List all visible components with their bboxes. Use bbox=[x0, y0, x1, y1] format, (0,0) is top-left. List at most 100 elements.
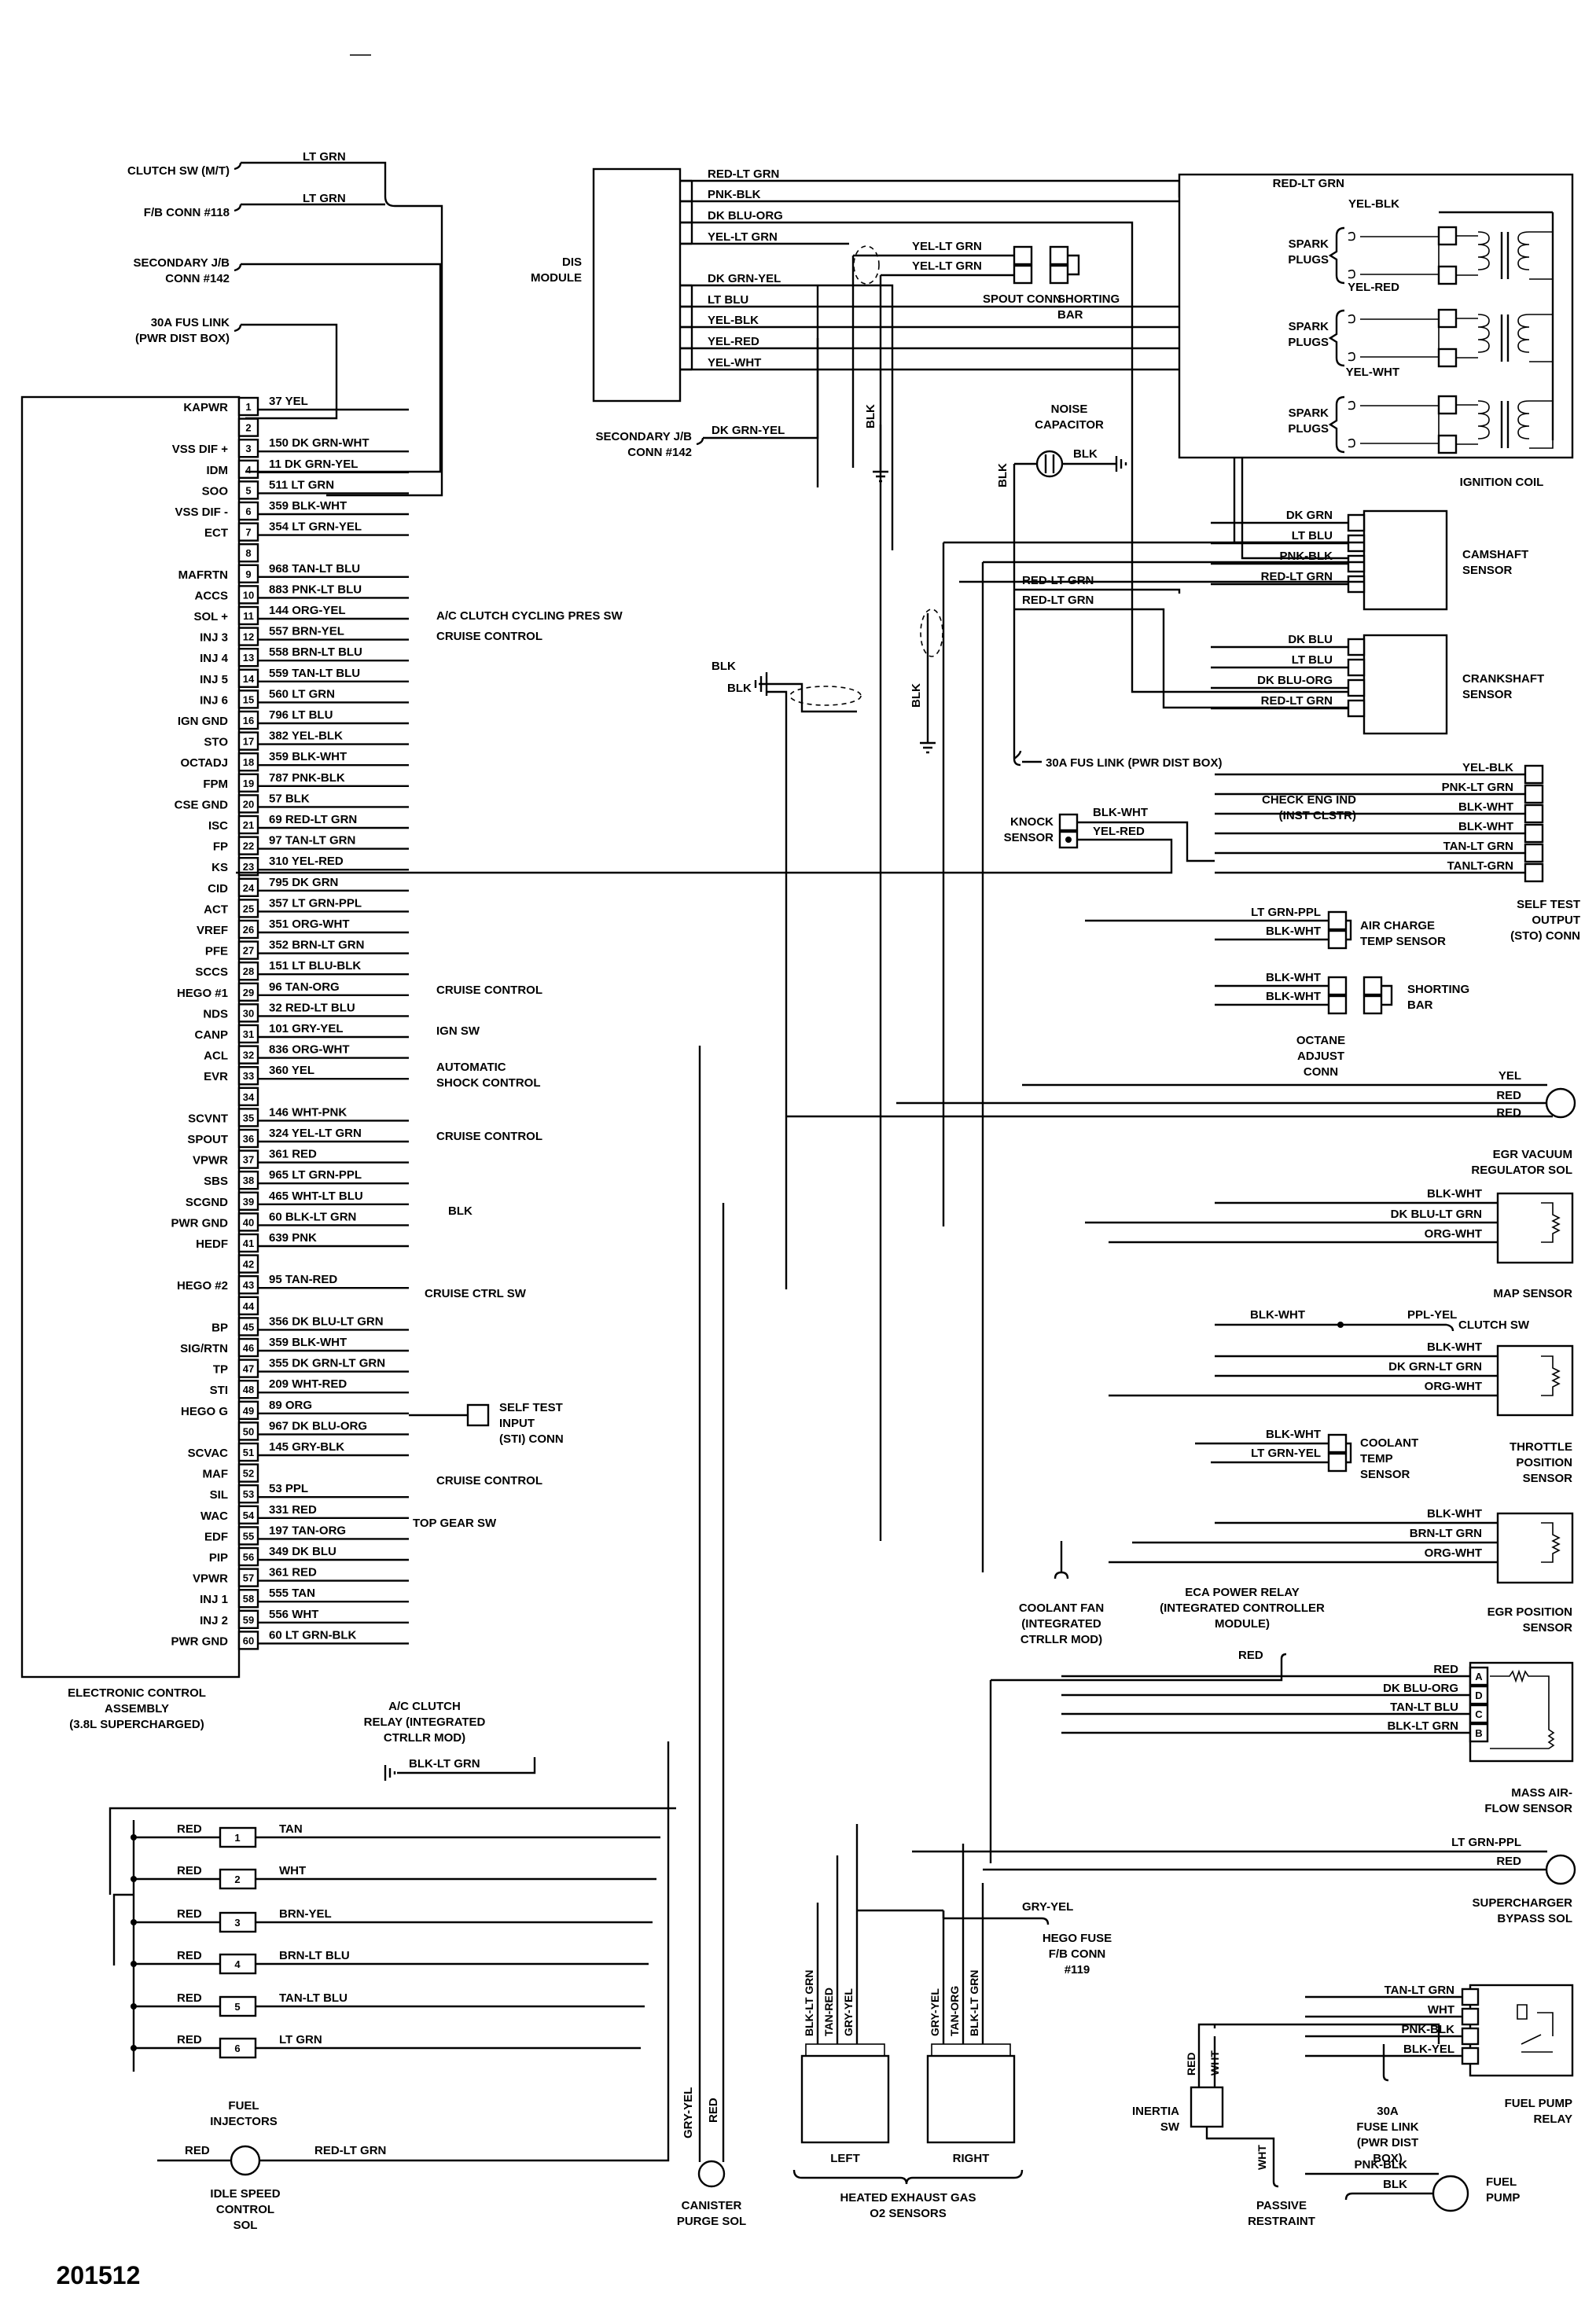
ecu-pin-wire: 357 LT GRN-PPL bbox=[269, 896, 362, 910]
ecu-pin-name: NDS bbox=[203, 1007, 228, 1020]
ecu-pin-name: TP bbox=[213, 1363, 228, 1377]
sc-label-1: SUPERCHARGER bbox=[1472, 1896, 1572, 1910]
sto-label-1: SELF TEST bbox=[1517, 898, 1580, 911]
secondary-jb-142-label-2: CONN #142 bbox=[165, 272, 230, 285]
pump-wire-1: PNK-BLK bbox=[1355, 2158, 1408, 2171]
injector-body bbox=[219, 1953, 257, 1975]
ecu-pin-name: IGN GND bbox=[178, 715, 228, 728]
ecu-pin-number: 28 bbox=[243, 965, 254, 977]
dis-wire-label: PNK-BLK bbox=[708, 188, 761, 201]
ecu-pin-wire: 382 YEL-BLK bbox=[269, 730, 343, 743]
shorting-bar-label-1: SHORTING bbox=[1057, 292, 1120, 306]
sensor-wire-label: PNK-BLK bbox=[1280, 550, 1333, 563]
tps-wire-3: ORG-WHT bbox=[1425, 1380, 1482, 1393]
ecu-pin-box bbox=[237, 605, 259, 626]
ect-cav-2 bbox=[1327, 1452, 1348, 1473]
spark-plugs-label: PLUGS bbox=[1288, 253, 1329, 267]
ecu-pin-box bbox=[237, 1065, 259, 1086]
o2-l-wire-1: BLK-LT GRN bbox=[803, 1970, 815, 2037]
o2-left-label: LEFT bbox=[830, 2152, 860, 2165]
o2-r-wire-1: GRY-YEL bbox=[929, 1988, 941, 2036]
sti-conn bbox=[466, 1403, 490, 1427]
ecu-pin-box bbox=[237, 1526, 259, 1546]
ecu-pin-name: KAPWR bbox=[183, 401, 228, 414]
map-wire-3: ORG-WHT bbox=[1425, 1227, 1482, 1241]
egr-pos-wire-3: ORG-WHT bbox=[1425, 1546, 1482, 1560]
ecu-pin-number: 17 bbox=[243, 736, 254, 748]
ecu-pin-name: STI bbox=[210, 1384, 228, 1397]
canister-label-1: CANISTER bbox=[682, 2199, 742, 2212]
dis-wire-label: YEL-WHT bbox=[708, 356, 761, 370]
eca-label-3: MODULE) bbox=[1215, 1617, 1270, 1631]
ecu-pin-box bbox=[237, 1254, 259, 1274]
ecu-pin-box bbox=[237, 1317, 259, 1337]
fus30-4: BOX) bbox=[1373, 2152, 1403, 2165]
secondary-jb-142-mid-label-2: CONN #142 bbox=[627, 446, 692, 459]
supercharger-bypass-sol: LT GRN-PPL RED SUPERCHARGER BYPASS SOL bbox=[912, 1836, 1576, 1925]
ecu-pin-number: 1 bbox=[245, 401, 251, 413]
ecu-pin-wire: 57 BLK bbox=[269, 792, 310, 805]
ecu-pin-wire: 361 RED bbox=[269, 1148, 317, 1161]
ecu-title-1: ELECTRONIC CONTROL bbox=[68, 1686, 206, 1700]
ecu-pin-wire: 965 LT GRN-PPL bbox=[269, 1168, 362, 1182]
spout-wire-1: YEL-LT GRN bbox=[912, 240, 982, 253]
sensor-terminal bbox=[1347, 658, 1366, 677]
map-label: MAP SENSOR bbox=[1493, 1287, 1572, 1300]
isc-label-3: SOL bbox=[234, 2219, 258, 2232]
secondary-jb-142-mid: SECONDARY J/B CONN #142 DK GRN-YEL bbox=[595, 285, 819, 487]
sc-label-2: BYPASS SOL bbox=[1497, 1912, 1572, 1925]
maf-terminal bbox=[1469, 1704, 1489, 1724]
ac-relay-ground: BLK-LT GRN bbox=[409, 1757, 480, 1771]
secondary-jb-142-label-1: SECONDARY J/B bbox=[133, 256, 230, 270]
noise-capacitor: NOISE CAPACITOR BLK BLK BLK bbox=[864, 403, 1116, 759]
spout-conn: YEL-LT GRN YEL-LT GRN SPOUT CONN SHORTIN… bbox=[851, 240, 1120, 1541]
camshaft-sensor-box bbox=[1362, 509, 1448, 611]
relay-label-2: RELAY bbox=[1534, 2113, 1572, 2126]
injector-body bbox=[219, 1911, 257, 1933]
ground-symbols bbox=[873, 456, 1127, 483]
ecu-pin-box bbox=[237, 877, 259, 898]
act-label-1: AIR CHARGE bbox=[1360, 919, 1435, 932]
tps-box bbox=[1496, 1344, 1574, 1417]
knock-cav-1 bbox=[1058, 813, 1079, 832]
passive-label-2: RESTRAINT bbox=[1248, 2215, 1315, 2228]
ecu-pin-number: 22 bbox=[243, 840, 254, 852]
heated-o2-sensors: BLK-LT GRN TAN-RED GRY-YEL GRY-YEL TAN-O… bbox=[792, 1824, 1112, 2220]
hego-fuse-wire: GRY-YEL bbox=[1022, 1900, 1073, 1914]
ecu-pin-number: 36 bbox=[243, 1133, 254, 1145]
pin-notes: A/C CLUTCH CYCLING PRES SW CRUISE CONTRO… bbox=[364, 609, 623, 1781]
ecu-pin-name: ACL bbox=[204, 1050, 228, 1063]
note-p32-1: AUTOMATIC bbox=[436, 1061, 506, 1074]
spout-conn-cavity-1 bbox=[1013, 245, 1033, 266]
ecu-pin-wire: 89 ORG bbox=[269, 1399, 312, 1412]
relay-terminal bbox=[1461, 2007, 1480, 2026]
knock-label-2: SENSOR bbox=[1004, 831, 1054, 844]
sensor-wire-label: DK BLU-ORG bbox=[1257, 674, 1333, 687]
o2-r-wire-3: BLK-LT GRN bbox=[968, 1970, 980, 2037]
ecu-pin-wire: 359 BLK-WHT bbox=[269, 499, 347, 513]
noise-cap-label-1: NOISE bbox=[1051, 403, 1088, 416]
o2-right-label: RIGHT bbox=[953, 2152, 990, 2165]
ign-wire-3: YEL-RED bbox=[1348, 281, 1399, 294]
inertia-wire-1: RED bbox=[1185, 2052, 1197, 2076]
passive-label-1: PASSIVE bbox=[1256, 2199, 1307, 2212]
ecu-pin-name: PIP bbox=[209, 1551, 228, 1565]
ecu-pin-wire: 639 PNK bbox=[269, 1231, 317, 1245]
ignition-coil-label: IGNITION COIL bbox=[1460, 476, 1544, 489]
ecu-pin-name: KS bbox=[211, 861, 228, 874]
canister-label-2: PURGE SOL bbox=[677, 2215, 746, 2228]
ecu-pin-number: 3 bbox=[245, 443, 251, 454]
secondary-jb-142-mid-label-1: SECONDARY J/B bbox=[595, 430, 692, 443]
act-wire-1: LT GRN-PPL bbox=[1251, 906, 1321, 919]
egr-pos-box bbox=[1496, 1512, 1574, 1584]
spout-ground-wire: BLK bbox=[864, 404, 877, 428]
o2-r-wire-2: TAN-ORG bbox=[948, 1986, 961, 2036]
maf-pin-letter: A bbox=[1475, 1671, 1483, 1682]
spout-conn-cavity-2 bbox=[1013, 264, 1033, 285]
ecu-pin-box bbox=[237, 501, 259, 521]
dis-wire-label: RED-LT GRN bbox=[708, 167, 779, 181]
ecu-pin-box bbox=[237, 815, 259, 835]
ignition-coil-box bbox=[1178, 173, 1574, 459]
